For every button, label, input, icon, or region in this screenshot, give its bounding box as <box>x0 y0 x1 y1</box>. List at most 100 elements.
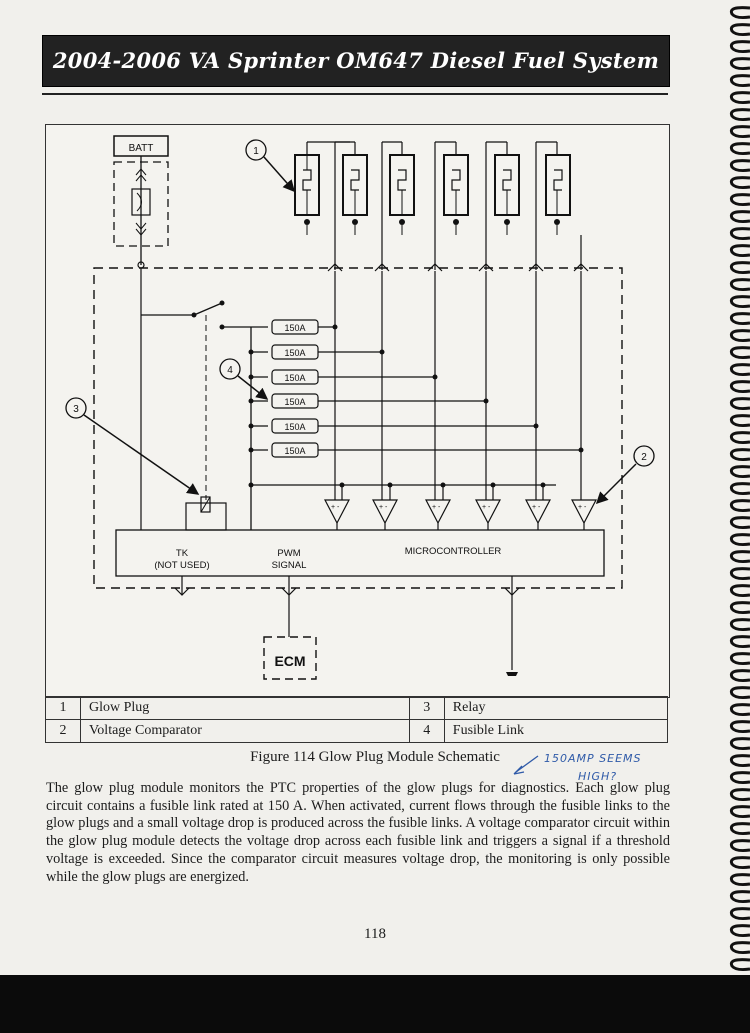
legend-table: 1 Glow Plug 3 Relay 2 Voltage Comparator… <box>45 696 669 743</box>
binding-coil <box>729 23 750 37</box>
binding-coil <box>729 431 750 445</box>
binding-coil <box>729 703 750 717</box>
binding-coil <box>729 635 750 649</box>
fuse-rating: 150A <box>284 348 305 358</box>
svg-text:3: 3 <box>73 404 79 415</box>
legend-label: Relay <box>443 696 669 720</box>
binding-coil <box>729 652 750 666</box>
binding-coil <box>729 754 750 768</box>
glow-plug-schematic: BATT <box>45 124 670 698</box>
binding-coil <box>729 533 750 547</box>
glow-plug <box>485 141 520 270</box>
binding-coil <box>729 499 750 513</box>
binding-coil <box>729 227 750 241</box>
voltage-comparator <box>425 485 451 530</box>
battery-circuit: BATT <box>113 135 169 269</box>
binding-coil <box>729 40 750 54</box>
fusible-links: 150A 150A 150A <box>248 319 584 458</box>
page-title: 2004-2006 VA Sprinter OM647 Diesel Fuel … <box>52 48 660 73</box>
svg-text:4: 4 <box>227 365 233 376</box>
comparator-sign: + - <box>482 504 491 511</box>
binding-coil <box>729 57 750 71</box>
binding-coil <box>729 822 750 836</box>
figure-caption: Figure 114 Glow Plug Module Schematic <box>250 749 500 765</box>
fuse-rating: 150A <box>284 397 305 407</box>
voltage-comparator <box>525 485 551 530</box>
legend-label: Voltage Comparator <box>80 719 410 743</box>
binding-coil <box>729 261 750 275</box>
spiral-binding <box>729 6 750 972</box>
comparator-sign: + - <box>532 504 541 511</box>
binding-coil <box>729 363 750 377</box>
binding-coil <box>729 771 750 785</box>
note-line: 150AMP SEEMS <box>544 752 642 765</box>
fusible-link: 150A <box>251 418 539 434</box>
binding-coil <box>729 193 750 207</box>
binding-coil <box>729 210 750 224</box>
legend-number: 3 <box>408 696 445 720</box>
glow-plug <box>294 142 320 225</box>
tk-label: TK <box>176 548 189 559</box>
fusible-link: 150A <box>251 369 438 385</box>
fuse-rating: 150A <box>284 323 305 333</box>
signal-label: SIGNAL <box>272 560 307 571</box>
binding-coil <box>729 584 750 598</box>
binding-coil <box>729 720 750 734</box>
glow-plug <box>381 141 415 270</box>
bottom-connectors <box>174 576 520 670</box>
voltage-comparator <box>324 485 350 530</box>
ecm-label: ECM <box>274 653 305 669</box>
plug-feed-wires <box>334 271 582 500</box>
schematic-drawing: BATT <box>65 135 655 680</box>
glow-plug <box>334 141 368 270</box>
binding-coil <box>729 142 750 156</box>
legend-label: Fusible Link <box>443 719 669 743</box>
binding-coil <box>729 839 750 853</box>
glow-plugs <box>294 141 582 270</box>
module-outline <box>93 267 623 589</box>
fuse-rating: 150A <box>284 422 305 432</box>
binding-coil <box>729 278 750 292</box>
binding-coil <box>729 873 750 887</box>
binding-coil <box>729 176 750 190</box>
binding-coil <box>729 516 750 530</box>
glow-plug <box>535 141 571 270</box>
binding-coil <box>729 907 750 921</box>
binding-coil <box>729 108 750 122</box>
scan-background <box>0 975 750 1033</box>
fusible-link: 150A <box>251 393 489 409</box>
legend-row: 1 Glow Plug 3 Relay <box>45 696 669 720</box>
glow-plug <box>434 141 469 270</box>
title-divider <box>42 93 668 95</box>
legend-number: 2 <box>45 719 81 743</box>
title-banner: 2004-2006 VA Sprinter OM647 Diesel Fuel … <box>42 35 670 87</box>
binding-coil <box>729 125 750 139</box>
ground-icon <box>506 672 518 676</box>
binding-coil <box>729 788 750 802</box>
voltage-comparator <box>571 499 597 530</box>
fuse-rating: 150A <box>284 373 305 383</box>
binding-coil <box>729 550 750 564</box>
binding-coil <box>729 669 750 683</box>
fuse-rating: 150A <box>284 446 305 456</box>
binding-coil <box>729 737 750 751</box>
binding-coil <box>729 686 750 700</box>
voltage-comparator <box>475 485 501 530</box>
note-line: HIGH? <box>578 770 618 783</box>
binding-coil <box>729 414 750 428</box>
binding-coil <box>729 244 750 258</box>
callout-1: 1 <box>245 139 295 193</box>
binding-coil <box>729 312 750 326</box>
microcontroller-label: MICROCONTROLLER <box>405 546 502 557</box>
tk-note: (NOT USED) <box>154 560 209 571</box>
binding-coil <box>729 941 750 955</box>
binding-coil <box>729 890 750 904</box>
binding-coil <box>729 618 750 632</box>
legend-number: 4 <box>408 719 445 743</box>
binding-coil <box>729 6 750 20</box>
binding-coil <box>729 74 750 88</box>
binding-coil <box>729 482 750 496</box>
comparator-sign: + - <box>578 504 587 511</box>
binding-coil <box>729 329 750 343</box>
batt-label: BATT <box>129 143 154 154</box>
